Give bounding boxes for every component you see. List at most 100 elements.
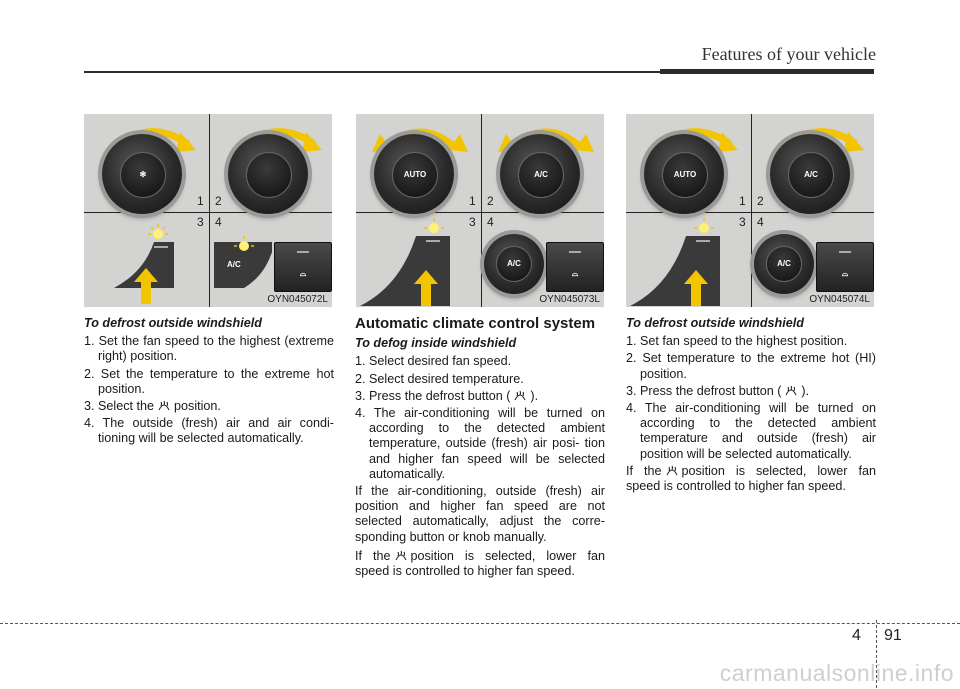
figure-label-3: 3	[197, 215, 204, 229]
press-arrow-icon	[684, 270, 708, 306]
figure-label-4: 4	[757, 215, 764, 229]
temperature-knob-center	[246, 152, 292, 198]
button-indicator	[569, 251, 581, 253]
figure-label-4: 4	[487, 215, 494, 229]
figure-code: OYN045074L	[809, 294, 870, 305]
figure-label-2: 2	[757, 194, 764, 208]
defrost-icon	[666, 465, 677, 476]
fan-speed-knob: ✻	[102, 134, 182, 214]
defrost-icon	[514, 390, 526, 401]
section-subheading: To defrost outside windshield	[84, 316, 262, 330]
defrost-button-panel	[114, 242, 174, 288]
footer-divider	[876, 620, 877, 688]
figure-code: OYN045073L	[539, 294, 600, 305]
figure-divider-h	[356, 212, 604, 213]
figure-divider-v	[209, 114, 210, 307]
step-item: 3. Select the position.	[84, 399, 334, 414]
ac-label: A/C	[227, 260, 241, 269]
ac-knob-small: A/C	[484, 234, 544, 294]
ac-button-panel	[214, 242, 272, 288]
text-column-1: To defrost outside windshield 1. Set the…	[84, 316, 334, 449]
step-text: 3. Press the defrost button (	[355, 388, 511, 403]
step-item: 3. Press the defrost button ().	[626, 384, 876, 399]
indicator-flash-icon	[148, 224, 168, 239]
page-number: 91	[884, 627, 902, 644]
car-air-icon: ⌓	[299, 269, 307, 278]
step-item: 2. Set temperature to the extreme hot (H…	[626, 351, 876, 381]
auto-label: AUTO	[392, 152, 438, 198]
car-air-icon: ⌓	[841, 269, 849, 278]
figure-label-4: 4	[215, 215, 222, 229]
ac-temperature-knob: A/C	[500, 134, 580, 214]
figure-label-1: 1	[739, 194, 746, 208]
ac-temperature-knob: A/C	[770, 134, 850, 214]
defrost-icon	[158, 400, 170, 411]
paragraph-text: position is selected, lower fan speed is…	[355, 548, 605, 579]
page-header-title: Features of your vehicle	[701, 44, 876, 64]
paragraph-text: If the	[626, 463, 662, 478]
defrost-icon	[785, 385, 797, 396]
auto-fan-knob: AUTO	[644, 134, 724, 214]
figure-label-3: 3	[739, 215, 746, 229]
header-rule	[84, 71, 874, 73]
section-number: 4	[852, 627, 861, 644]
ac-label: A/C	[766, 246, 802, 282]
recirculation-button: ⌓	[816, 242, 874, 292]
figure-label-3: 3	[469, 215, 476, 229]
figure-label-2: 2	[215, 194, 222, 208]
text-column-3: To defrost outside windshield 1. Set fan…	[626, 316, 876, 498]
step-item: 4. The air-conditioning will be turned o…	[626, 401, 876, 461]
watermark: carmanualsonline.info	[719, 660, 954, 686]
section-subheading: To defrost outside windshield	[626, 316, 804, 330]
figure-3: AUTO A/C 1 2 3 4 A/C ⌓ OYN045074L	[626, 114, 874, 307]
paragraph: If the air-conditioning, outside (fresh)…	[355, 484, 605, 544]
auto-label: AUTO	[662, 152, 708, 198]
ac-knob-label: A/C	[788, 152, 834, 198]
footer-rule	[0, 623, 960, 624]
recirculation-button: ⌓	[546, 242, 604, 292]
indicator-flash-icon	[694, 218, 714, 233]
press-arrow-icon	[414, 270, 438, 306]
press-arrow-icon	[134, 268, 158, 304]
step-text: position.	[174, 399, 221, 414]
indicator-flash-icon	[234, 236, 254, 251]
button-indicator	[297, 251, 309, 253]
figure-divider-h	[84, 212, 332, 213]
step-text: ).	[801, 383, 810, 398]
ac-knob-label: A/C	[518, 152, 564, 198]
step-item: 3. Press the defrost button ().	[355, 389, 605, 404]
indicator-flash-icon	[424, 218, 444, 233]
figure-divider-h	[626, 212, 874, 213]
button-indicator	[839, 251, 851, 253]
figure-1: ✻ 1 2 3 4 A/C ⌓ OYN045072L	[84, 114, 332, 307]
figure-label-1: 1	[469, 194, 476, 208]
paragraph-text: position is selected, lower fan speed is…	[626, 463, 876, 494]
step-text: ).	[530, 388, 539, 403]
step-item: 1. Select desired fan speed.	[355, 354, 512, 369]
step-item: 1. Set fan speed to the highest position…	[626, 334, 848, 349]
figure-code: OYN045072L	[267, 294, 328, 305]
ac-knob-small: A/C	[754, 234, 814, 294]
ac-label: A/C	[496, 246, 532, 282]
section-subheading: To defog inside windshield	[355, 336, 517, 351]
car-air-icon: ⌓	[571, 269, 579, 278]
figure-label-1: 1	[197, 194, 204, 208]
step-item: 1. Set the fan speed to the highest (ext…	[84, 334, 334, 364]
section-title: Automatic climate control system	[355, 315, 596, 332]
text-column-2: Automatic climate control system To defo…	[355, 316, 605, 583]
auto-fan-knob: AUTO	[374, 134, 454, 214]
figure-divider-v	[481, 114, 482, 307]
step-text: 3. Select the	[84, 399, 155, 414]
figure-label-2: 2	[487, 194, 494, 208]
step-item: 4. The outside (fresh) air and air condi…	[84, 416, 334, 446]
header-rule-accent	[660, 69, 874, 74]
defrost-icon	[395, 550, 406, 561]
fan-icon: ✻	[120, 152, 166, 198]
paragraph-text: If the	[355, 548, 391, 563]
figure-2: AUTO A/C 1 2 3 4 A/C ⌓ OYN045073L	[356, 114, 604, 307]
step-item: 2. Select desired temperature.	[355, 371, 524, 386]
step-item: 4. The air-conditioning will be turned o…	[355, 406, 605, 481]
step-text: 3. Press the defrost button (	[626, 383, 782, 398]
